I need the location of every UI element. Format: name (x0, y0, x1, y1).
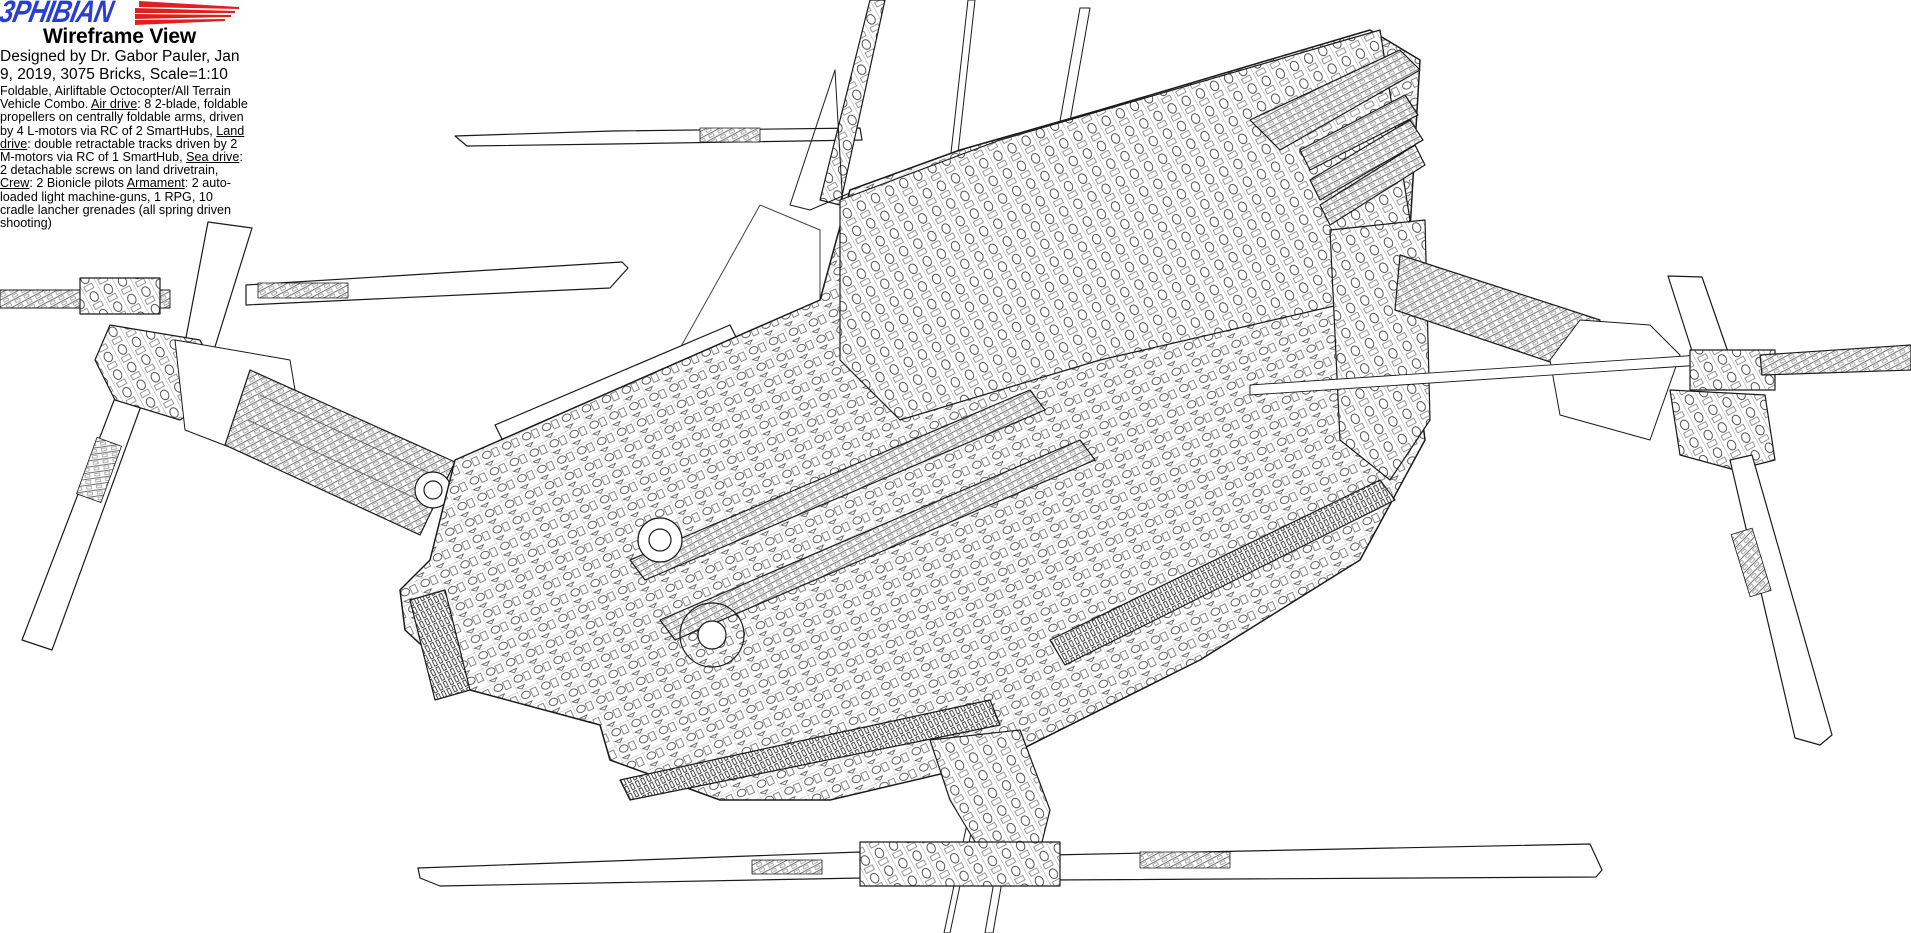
section-label-crew: Crew (0, 176, 30, 191)
section-label-land-drive: Land drive (0, 123, 245, 151)
page-title: Wireframe View (43, 25, 197, 48)
section-label-air-drive: Air drive (91, 97, 138, 112)
arm-front-left (224, 369, 456, 536)
logo-text: 3PHIBIAN (0, 0, 117, 29)
gun-barrels (1249, 49, 1426, 226)
subtitle: Designed by Dr. Gabor Pauler, Jan 9, 201… (0, 48, 240, 83)
arm-front-right (1249, 254, 1703, 441)
description: Foldable, Airliftable Octocopter/All Ter… (0, 84, 248, 231)
propeller-front-left (0, 221, 629, 651)
logo-speed-stripes-icon (135, 1, 239, 25)
description-intro: Foldable, Airliftable Octocopter/All Ter… (0, 84, 231, 112)
propeller-rear-right (417, 729, 1603, 887)
section-text-air-drive: : 8 2-blade, foldable propellers on cent… (0, 97, 248, 138)
section-label-armament: Armament (126, 176, 185, 191)
propeller-front-right (1667, 275, 1911, 746)
section-label-sea-drive: Sea drive (186, 150, 240, 165)
section-text-sea-drive: : 2 detachable screws on land drivetrain… (0, 150, 243, 178)
caption-block: 3PHIBIAN Wireframe View Designed by Dr. … (0, 0, 248, 230)
section-text-land-drive: : double retractable tracks driven by 2 … (0, 136, 238, 165)
main-hull (399, 29, 1431, 801)
section-text-crew: : 2 Bionicle pilots (29, 176, 127, 191)
logo: 3PHIBIAN (0, 0, 240, 30)
section-text-armament: : 2 auto-loaded light machine-guns, 1 RP… (0, 176, 232, 231)
